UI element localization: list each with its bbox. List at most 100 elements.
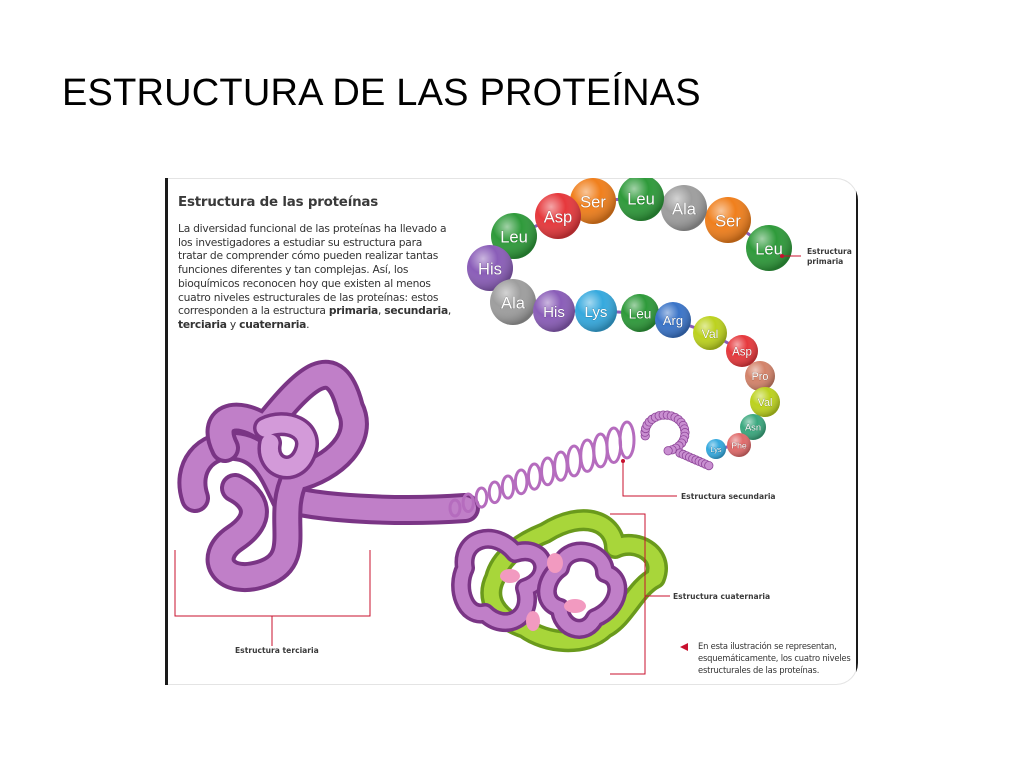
amino-acid-label: Ala — [501, 293, 526, 312]
amino-acid-shading — [618, 178, 664, 221]
amino-acid-asn: Asn — [740, 414, 766, 440]
helix-turn — [487, 480, 502, 505]
intro-text: La diversidad funcional de las proteínas… — [178, 222, 447, 318]
amino-acid-label: Ala — [672, 199, 697, 218]
helix-turn — [500, 474, 516, 500]
heme-group — [500, 569, 520, 583]
figure-heading: Estructura de las proteínas — [178, 195, 379, 210]
amino-acid-his: His — [533, 290, 575, 332]
amino-acid-leu: Leu — [618, 178, 664, 221]
helix-turn — [540, 456, 556, 487]
amino-acid-shading — [621, 294, 659, 332]
amino-acid-label: Leu — [627, 189, 655, 208]
helix-turn — [526, 462, 542, 491]
label-primaria-line1: Estructura — [807, 247, 852, 256]
label-pointers: Estructura primaria Estructura secundari… — [174, 247, 852, 675]
helix-turn — [592, 432, 609, 469]
amino-acid-shading — [750, 387, 780, 417]
label-primaria-line2: primaria — [807, 257, 843, 266]
amino-acid-label: Asn — [745, 423, 761, 433]
amino-acid-leu: Leu — [621, 294, 659, 332]
amino-acid-label: His — [543, 304, 565, 321]
bead — [663, 446, 673, 456]
helix-turn — [579, 438, 596, 473]
amino-acid-shading — [490, 279, 536, 325]
amino-acid-val: Val — [693, 316, 727, 350]
figure-caption: En esta ilustración se representan, esqu… — [698, 641, 851, 675]
figure-intro-text: La diversidad funcional de las proteínas… — [178, 222, 453, 332]
amino-acid-ser: Ser — [570, 178, 616, 224]
amino-acid-shading — [661, 185, 707, 231]
amino-acid-lys: Lys — [575, 290, 617, 332]
amino-acid-shading — [726, 335, 758, 367]
amino-acid-label: Asp — [732, 346, 752, 358]
amino-acid-shading — [746, 225, 792, 271]
protein-structure-figure: Estructura de las proteínas La diversida… — [165, 178, 858, 685]
quaternary-structure-shape — [451, 509, 668, 653]
amino-acid-shading — [706, 439, 726, 459]
amino-acid-label: His — [478, 259, 502, 278]
helix-turn — [513, 468, 529, 496]
amino-acid-label: Val — [758, 397, 773, 409]
intro-end: . — [306, 317, 310, 331]
amino-acid-label: Phe — [731, 440, 747, 450]
amino-acid-asp: Asp — [535, 193, 581, 239]
amino-acid-leu: Leu — [746, 225, 792, 271]
label-cuaternaria: Estructura cuaternaria — [673, 592, 770, 601]
amino-acid-shading — [705, 197, 751, 243]
helix-turn — [461, 492, 475, 514]
helix-turn — [448, 498, 462, 518]
amino-acid-shading — [535, 193, 581, 239]
amino-acid-arg: Arg — [655, 302, 691, 338]
amino-acid-shading — [575, 290, 617, 332]
intro-term-terciaria: terciaria — [178, 317, 227, 331]
amino-acid-label: Leu — [755, 239, 783, 258]
amino-acid-shading — [491, 213, 537, 259]
amino-acid-label: Arg — [663, 313, 683, 328]
figure-right-border — [856, 178, 858, 685]
amino-acid-label: Leu — [500, 227, 528, 246]
amino-acid-label: Val — [702, 327, 719, 341]
amino-acid-shading — [655, 302, 691, 338]
amino-acid-leu: Leu — [491, 213, 537, 259]
amino-acid-label: Lys — [585, 304, 608, 321]
amino-acid-label: Lys — [711, 445, 722, 454]
intro-term-primaria: primaria — [328, 304, 378, 318]
helix-turn — [605, 426, 623, 464]
amino-acid-his: His — [467, 245, 513, 291]
slide-title: ESTRUCTURA DE LAS PROTEÍNAS — [62, 72, 701, 114]
label-terciaria: Estructura terciaria — [235, 646, 319, 655]
heme-group — [547, 553, 563, 573]
amino-acid-ser: Ser — [705, 197, 751, 243]
secondary-structure-helix — [448, 420, 636, 518]
pointer-dot — [621, 459, 625, 463]
amino-acid-lys: Lys — [706, 439, 726, 459]
amino-acid-label: Ser — [580, 192, 606, 211]
intro-separator: , — [377, 304, 385, 318]
helix-turn — [553, 450, 569, 482]
helix-turn — [618, 420, 636, 460]
amino-acid-ala: Ala — [490, 279, 536, 325]
amino-acid-label: Asp — [544, 207, 573, 226]
intro-separator: y — [226, 317, 240, 331]
amino-acid-label: Leu — [629, 306, 652, 321]
label-secundaria: Estructura secundaria — [681, 492, 776, 501]
amino-acid-phe: Phe — [727, 433, 751, 457]
amino-acid-shading — [693, 316, 727, 350]
amino-acid-asp: Asp — [726, 335, 758, 367]
pointer-secundaria — [622, 461, 677, 497]
amino-acid-shading — [570, 178, 616, 224]
intro-term-secundaria: secundaria — [384, 304, 448, 318]
helix-turn — [566, 444, 582, 478]
bracket-cuaternaria — [610, 513, 646, 675]
caption-arrow-icon — [680, 643, 688, 651]
heme-group — [564, 599, 586, 613]
pointer-dot — [780, 254, 784, 258]
helix-turn — [474, 486, 489, 509]
amino-acid-shading — [745, 361, 775, 391]
amino-acid-pro: Pro — [745, 361, 775, 391]
amino-acid-ala: Ala — [661, 185, 707, 231]
amino-acid-shading — [727, 433, 751, 457]
